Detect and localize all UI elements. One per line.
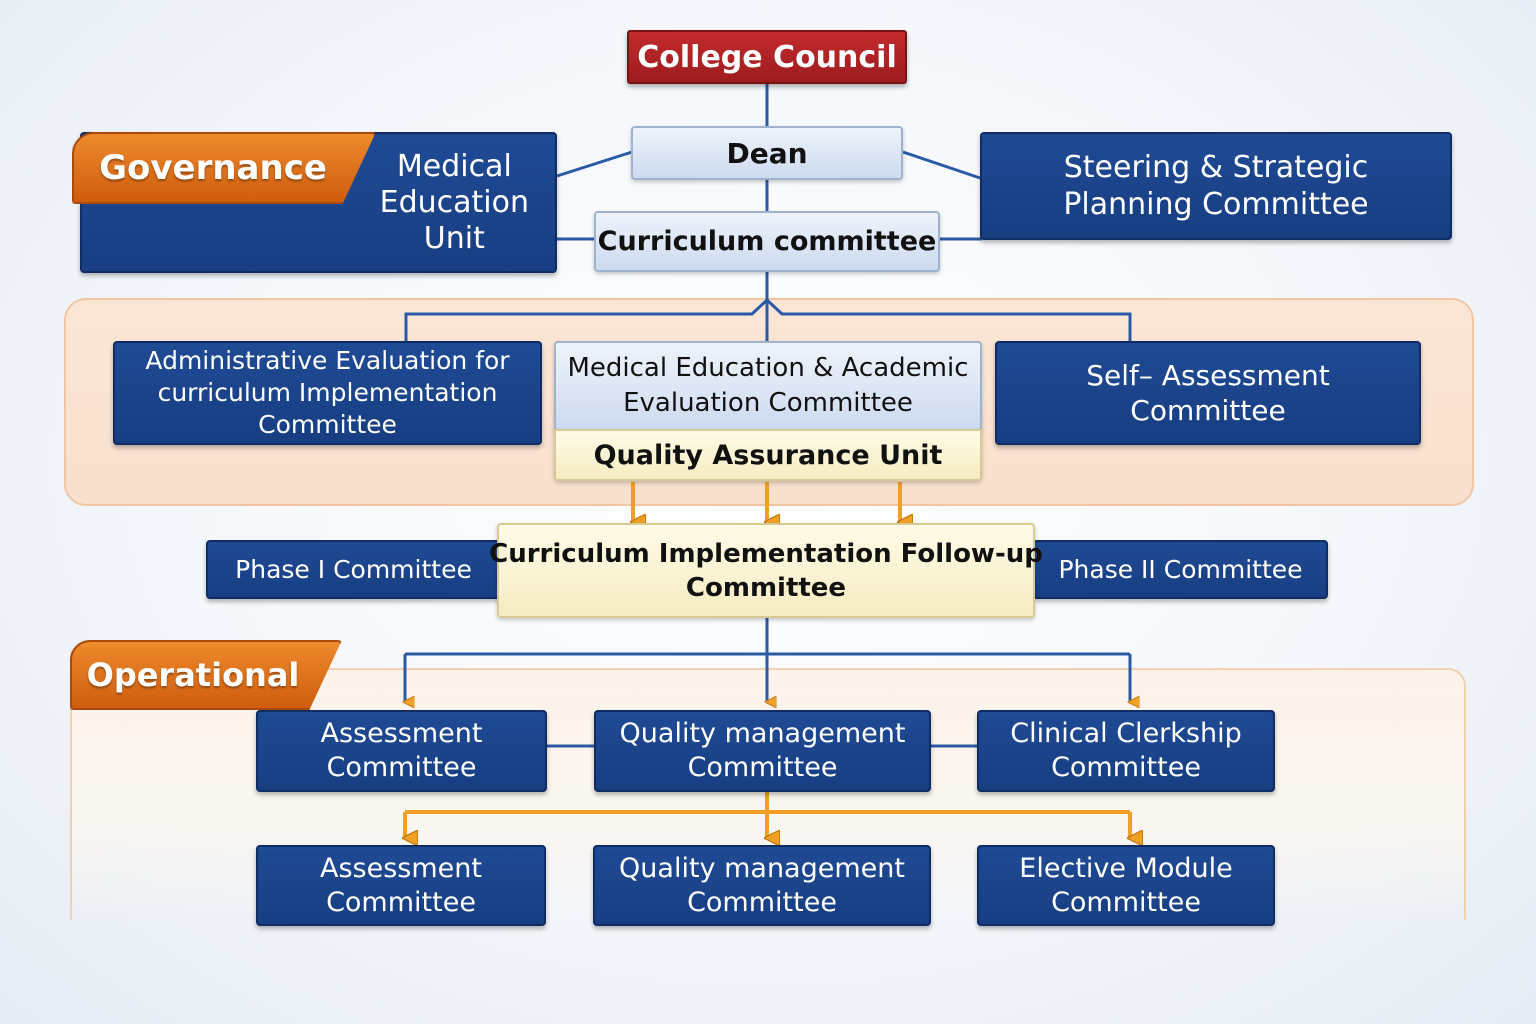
phase-one-committee-box: Phase I Committee xyxy=(206,540,501,599)
ops-r1-c1-line-2: Committee xyxy=(326,752,477,783)
phase-one-label: Phase I Committee xyxy=(235,555,472,584)
self-assessment-box: Self– Assessment Committee xyxy=(995,341,1421,445)
assessment-committee-box-1: Assessment Committee xyxy=(256,710,547,792)
governance-tag: Governance xyxy=(72,132,376,204)
ops-r2-c2-line-2: Committee xyxy=(687,886,837,918)
elective-module-committee-box: Elective Module Committee xyxy=(977,845,1275,926)
ops-r2-c1-line-2: Committee xyxy=(326,886,476,918)
curriculum-committee-box: Curriculum committee xyxy=(594,211,940,272)
clinical-clerkship-committee-box: Clinical Clerkship Committee xyxy=(977,710,1275,792)
self-assessment-line-1: Self– Assessment xyxy=(1086,359,1330,392)
dean-box: Dean xyxy=(631,126,903,180)
line-dean-meu xyxy=(556,150,633,178)
governance-label: Governance xyxy=(99,148,327,188)
phase-two-committee-box: Phase II Committee xyxy=(1033,540,1328,599)
ops-r1-c1-line-1: Assessment xyxy=(320,718,483,749)
operational-tag: Operational xyxy=(70,640,342,710)
phase-two-label: Phase II Committee xyxy=(1058,555,1303,584)
ops-r1-c3-line-1: Clinical Clerkship xyxy=(1010,718,1242,749)
ops-r1-c2-line-1: Quality management xyxy=(619,718,906,749)
admin-eval-line-1: Administrative Evaluation for xyxy=(145,346,510,375)
line-branch-left xyxy=(404,298,769,342)
ops-r1-c3-line-2: Committee xyxy=(1051,752,1201,783)
quality-assurance-unit-label: Quality Assurance Unit xyxy=(593,439,943,471)
dean-label: Dean xyxy=(726,136,808,170)
curriculum-committee-label: Curriculum committee xyxy=(597,226,937,257)
meu-line-1: Medical xyxy=(396,148,512,184)
admin-evaluation-box: Administrative Evaluation for curriculum… xyxy=(113,341,542,445)
quality-management-committee-box-2: Quality management Committee xyxy=(593,845,931,926)
line-dean-steering xyxy=(902,150,981,180)
follow-up-line-2: Committee xyxy=(685,572,847,603)
steering-line-1: Steering & Strategic xyxy=(1063,150,1369,185)
ops-r2-c1-line-1: Assessment xyxy=(320,852,482,884)
operational-label: Operational xyxy=(86,656,300,694)
self-assessment-line-2: Committee xyxy=(1130,394,1286,427)
quality-assurance-unit-box: Quality Assurance Unit xyxy=(554,429,982,481)
meu-line-3: Unit xyxy=(423,220,485,256)
college-council-box: College Council xyxy=(627,30,907,84)
follow-up-committee-box: Curriculum Implementation Follow-up Comm… xyxy=(489,523,1043,618)
meu-line-2: Education xyxy=(379,184,529,220)
admin-eval-line-3: Committee xyxy=(258,410,397,439)
med-ed-eval-line-2: Evaluation Committee xyxy=(623,388,913,418)
ops-r2-c3-line-1: Elective Module xyxy=(1019,852,1233,884)
admin-eval-line-2: curriculum Implementation xyxy=(157,378,498,407)
steering-line-2: Planning Committee xyxy=(1063,187,1369,222)
med-ed-academic-eval-box: Medical Education & Academic Evaluation … xyxy=(554,341,982,431)
steering-committee-box: Steering & Strategic Planning Committee xyxy=(980,132,1452,240)
ops-r2-c3-line-2: Committee xyxy=(1051,886,1201,918)
line-branch-right xyxy=(765,298,1132,342)
med-ed-eval-line-1: Medical Education & Academic xyxy=(567,353,969,383)
follow-up-line-1: Curriculum Implementation Follow-up xyxy=(489,538,1043,569)
assessment-committee-box-2: Assessment Committee xyxy=(256,845,546,926)
quality-management-committee-box-1: Quality management Committee xyxy=(594,710,931,792)
ops-r1-c2-line-2: Committee xyxy=(687,752,838,783)
ops-r2-c2-line-1: Quality management xyxy=(619,852,905,884)
college-council-label: College Council xyxy=(637,39,897,75)
